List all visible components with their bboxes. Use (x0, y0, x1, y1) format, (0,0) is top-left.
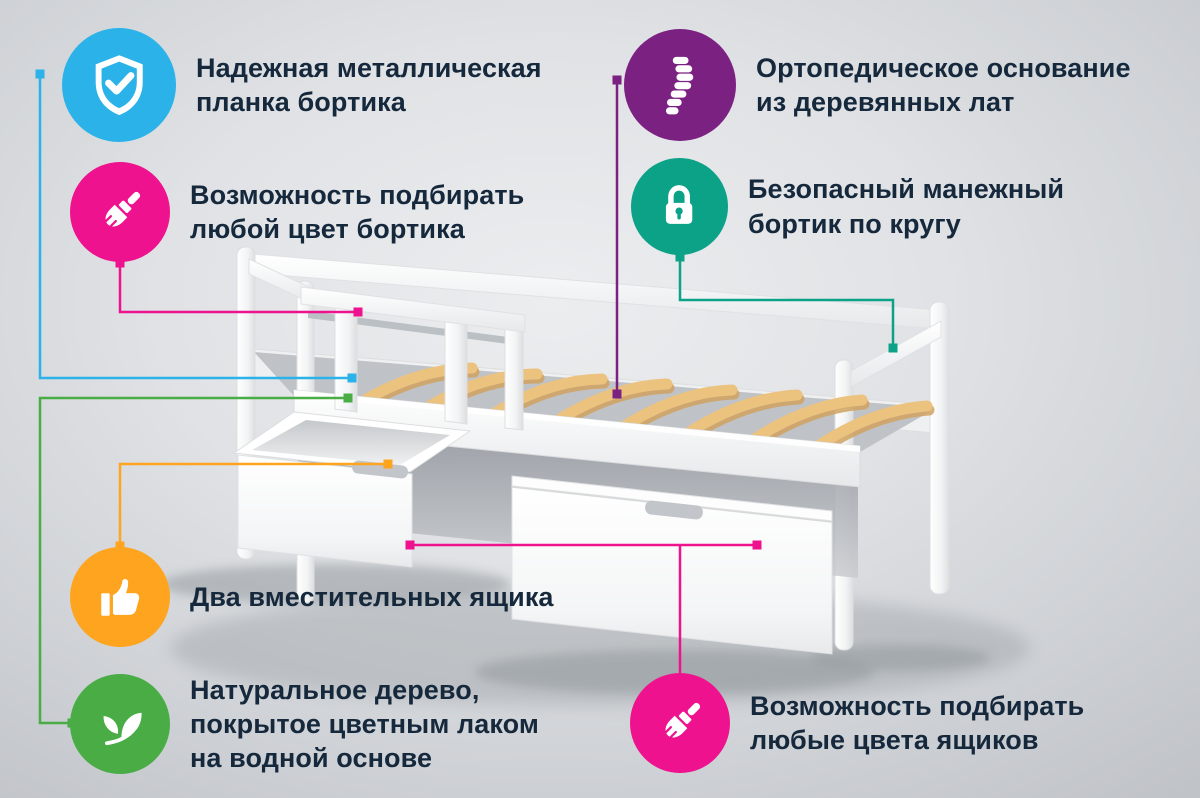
paintbrush-icon (630, 673, 730, 773)
label-line: Безопасный манежный (748, 174, 1065, 205)
feature-label: Два вместительных ящика (190, 580, 554, 614)
endpoint (353, 307, 363, 317)
endpoint (383, 459, 393, 469)
bed-far-rail (253, 348, 937, 452)
thumbs-up-icon (70, 547, 170, 647)
feature-two-drawers: Два вместительных ящика (70, 547, 554, 647)
label-line: планка бортика (196, 87, 406, 117)
drawer-right-handle (645, 500, 703, 520)
endpoint (752, 540, 762, 550)
paintbrush-icon (70, 162, 170, 262)
bed-safety-rail (300, 286, 526, 431)
feature-label: Безопасный манежный бортик по кругу (748, 172, 1064, 240)
bed-end-rails (248, 258, 942, 388)
bed-drawer-left (232, 411, 472, 568)
label-line: Ортопедическое основание (756, 52, 1131, 83)
endpoint (888, 343, 898, 353)
feature-label: Натуральное дерево, покрытое цветным лак… (190, 673, 539, 775)
endpoint (35, 69, 45, 79)
metal-plank-strip (308, 311, 523, 346)
feature-metal-plank: Надежная металлическая планка бортика (62, 28, 542, 142)
label-line: Надежная металлическая (196, 52, 542, 83)
line-two-drawers (118, 462, 388, 546)
endpoint (347, 373, 357, 383)
label-line: Возможность подбирать (750, 690, 1085, 721)
bed-slats-shadow (356, 366, 935, 458)
feature-safety-rail: Безопасный манежный бортик по кругу (631, 158, 1064, 255)
label-line: из деревянных лат (756, 87, 1015, 117)
feature-rail-color: Возможность подбирать любой цвет бортика (70, 162, 524, 262)
feature-label: Ортопедическое основание из деревянных л… (756, 51, 1131, 119)
endpoint (612, 75, 622, 85)
label-line: любые цвета ящиков (750, 725, 1039, 755)
feature-label: Возможность подбирать любой цвет бортика (190, 178, 524, 246)
bed-drawer-right (511, 475, 833, 655)
label-line: Два вместительных ящика (190, 581, 554, 612)
label-line: любой цвет бортика (190, 214, 465, 244)
feature-drawer-colors: Возможность подбирать любые цвета ящиков (630, 673, 1084, 773)
bed-side-rail (293, 389, 861, 488)
leaf-icon (70, 674, 170, 775)
endpoint (612, 389, 622, 399)
endpoint (343, 393, 353, 403)
label-line: бортик по кругу (748, 208, 961, 239)
feature-label: Возможность подбирать любые цвета ящиков (750, 689, 1084, 757)
line-safety-rail (678, 257, 895, 348)
feature-label: Надежная металлическая планка бортика (196, 51, 542, 119)
shield-check-icon (62, 28, 176, 142)
label-line: на водной основе (190, 743, 433, 774)
bed-back-rail (251, 253, 939, 330)
label-line: покрытое цветным лаком (190, 709, 539, 740)
spine-icon (624, 29, 736, 141)
line-rail-color (118, 263, 358, 314)
padlock-icon (631, 158, 728, 255)
label-line: Натуральное дерево, (190, 675, 480, 705)
feature-natural-wood: Натуральное дерево, покрытое цветным лак… (70, 673, 539, 775)
drawer-left-handle (352, 460, 408, 479)
feature-orthopedic-base: Ортопедическое основание из деревянных л… (624, 29, 1131, 141)
label-line: Возможность подбирать (190, 179, 525, 210)
bed-slats (354, 362, 933, 454)
